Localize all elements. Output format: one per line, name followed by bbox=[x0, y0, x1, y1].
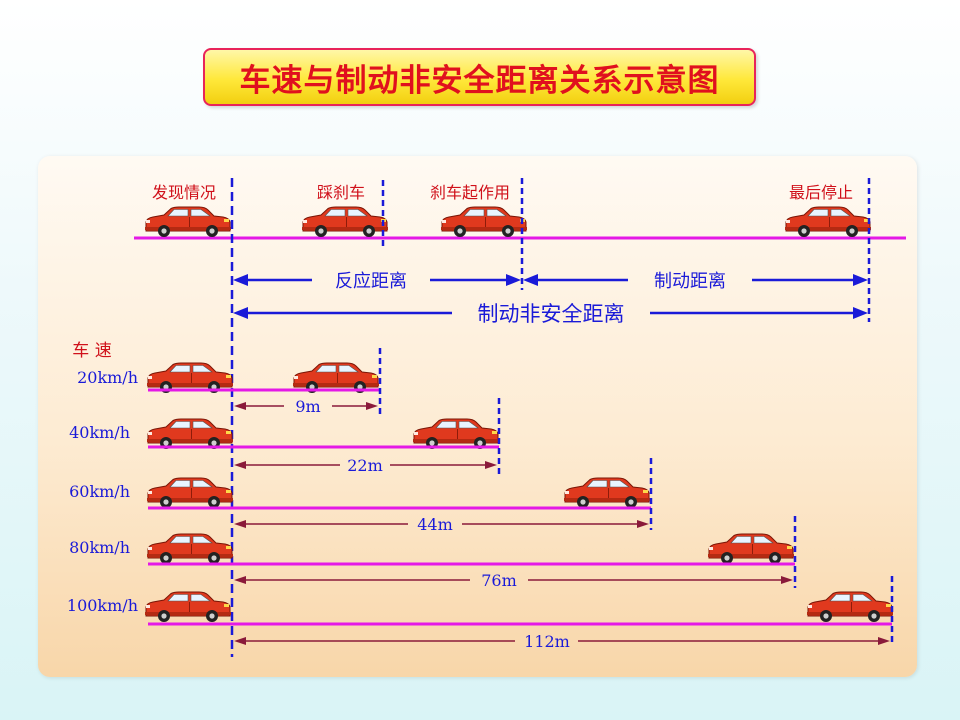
distance-label: 22m bbox=[347, 456, 383, 475]
title-banner: 车速与制动非安全距离关系示意图 bbox=[203, 48, 756, 106]
reaction-distance-label: 反应距离 bbox=[335, 271, 407, 292]
car-icon bbox=[563, 477, 651, 509]
page-title: 车速与制动非安全距离关系示意图 bbox=[239, 62, 720, 99]
car-icon bbox=[146, 477, 234, 509]
car-icon bbox=[144, 206, 232, 238]
speed-label: 100km/h bbox=[67, 596, 138, 615]
stage-label-brake-press: 踩刹车 bbox=[317, 183, 365, 202]
car-icon bbox=[144, 591, 232, 623]
car-icon bbox=[806, 591, 894, 623]
stage-stop: 最后停止 bbox=[784, 183, 872, 238]
speed-label: 80km/h bbox=[69, 538, 130, 557]
braking-distance-arrow: 制动距离 bbox=[523, 271, 868, 292]
speed-label: 40km/h bbox=[69, 423, 130, 442]
speed-row-100: 100km/h 112m bbox=[67, 576, 894, 651]
stage-found: 发现情况 bbox=[144, 183, 232, 238]
distance-label: 9m bbox=[295, 397, 320, 416]
total-distance-label: 制动非安全距离 bbox=[478, 302, 625, 326]
stage-brake-effect: 刹车起作用 bbox=[430, 183, 528, 238]
speed-label: 20km/h bbox=[77, 368, 138, 387]
braking-distance-label: 制动距离 bbox=[654, 271, 726, 292]
diagram-panel bbox=[38, 156, 917, 677]
stage-label-brake-effect: 刹车起作用 bbox=[430, 183, 510, 202]
car-icon bbox=[707, 533, 795, 565]
distance-label: 44m bbox=[417, 515, 453, 534]
speed-label: 60km/h bbox=[69, 482, 130, 501]
car-icon bbox=[146, 533, 234, 565]
reaction-distance-arrow: 反应距离 bbox=[233, 271, 521, 292]
distance-label: 112m bbox=[524, 632, 570, 651]
speed-header: 车 速 bbox=[72, 341, 111, 361]
stage-label-stop: 最后停止 bbox=[789, 183, 853, 202]
total-distance-arrow: 制动非安全距离 bbox=[233, 302, 868, 326]
speed-row-40: 40km/h 22m bbox=[69, 398, 501, 475]
car-icon bbox=[440, 206, 528, 238]
car-icon bbox=[301, 206, 389, 238]
car-icon bbox=[146, 418, 234, 450]
speed-row-60: 60km/h 44m bbox=[69, 458, 653, 534]
stage-label-found: 发现情况 bbox=[152, 183, 216, 202]
speed-row-20: 20km/h 9m bbox=[77, 348, 382, 416]
stage-brake-press: 踩刹车 bbox=[301, 180, 389, 248]
car-icon bbox=[412, 418, 500, 450]
distance-label: 76m bbox=[481, 571, 517, 590]
car-icon bbox=[784, 206, 872, 238]
speed-row-80: 80km/h 76m bbox=[69, 516, 797, 590]
